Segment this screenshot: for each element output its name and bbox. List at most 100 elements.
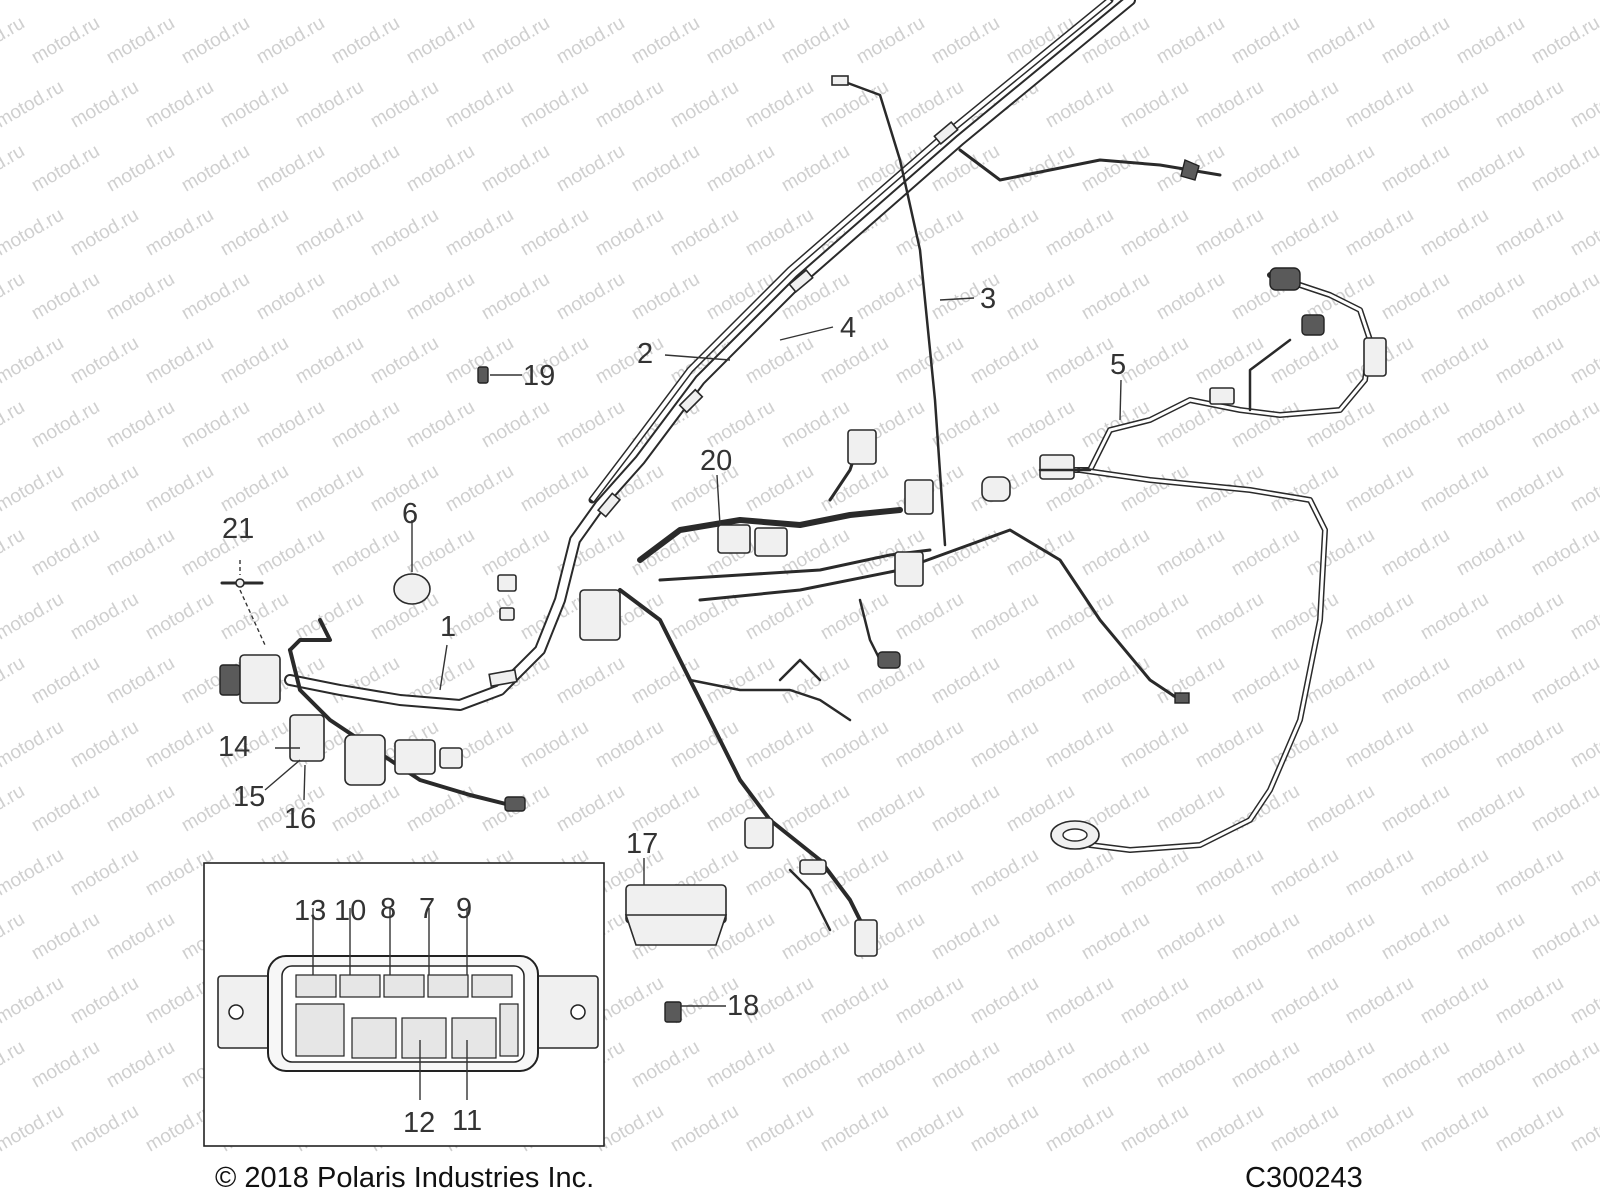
watermark-text: motod.ru	[1528, 781, 1600, 837]
watermark-text: motod.ru	[892, 845, 967, 901]
watermark-text: motod.ru	[1267, 333, 1342, 389]
watermark-text: motod.ru	[703, 141, 778, 197]
watermark-text: motod.ru	[817, 1101, 892, 1157]
watermark-text: motod.ru	[67, 973, 142, 1029]
watermark-text: motod.ru	[142, 461, 217, 517]
watermark-text: motod.ru	[553, 781, 628, 837]
watermark-text: motod.ru	[1528, 1037, 1600, 1093]
watermark-text: motod.ru	[1492, 205, 1567, 261]
watermark-text: motod.ru	[1342, 589, 1417, 645]
watermark-text: motod.ru	[1567, 333, 1600, 389]
watermark-text: motod.ru	[1453, 525, 1528, 581]
watermark-text: motod.ru	[1003, 269, 1078, 325]
watermark-text: motod.ru	[1078, 909, 1153, 965]
callout-15: 15	[233, 781, 265, 813]
watermark-text: motod.ru	[1378, 909, 1453, 965]
watermark-text: motod.ru	[628, 141, 703, 197]
watermark-text: motod.ru	[1267, 205, 1342, 261]
callout-3: 3	[980, 283, 996, 315]
watermark-text: motod.ru	[1342, 973, 1417, 1029]
watermark-text: motod.ru	[0, 205, 67, 261]
watermark-text: motod.ru	[1342, 77, 1417, 133]
watermark-text: motod.ru	[253, 525, 328, 581]
watermark-text: motod.ru	[1528, 525, 1600, 581]
watermark-text: motod.ru	[0, 1101, 67, 1157]
watermark-text: motod.ru	[142, 205, 217, 261]
watermark-text: motod.ru	[478, 269, 553, 325]
watermark-text: motod.ru	[967, 589, 1042, 645]
watermark-text: motod.ru	[0, 13, 28, 69]
callout-12: 12	[403, 1107, 435, 1139]
watermark-text: motod.ru	[478, 397, 553, 453]
watermark-text: motod.ru	[1567, 205, 1600, 261]
watermark-text: motod.ru	[67, 1101, 142, 1157]
watermark-text: motod.ru	[0, 845, 67, 901]
watermark-text: motod.ru	[967, 205, 1042, 261]
watermark-text: motod.ru	[328, 781, 403, 837]
watermark-text: motod.ru	[1342, 717, 1417, 773]
watermark-text: motod.ru	[478, 525, 553, 581]
watermark-text: motod.ru	[778, 909, 853, 965]
watermark-text: motod.ru	[103, 525, 178, 581]
callout-1: 1	[440, 611, 456, 643]
watermark-text: motod.ru	[703, 397, 778, 453]
watermark-text: motod.ru	[328, 525, 403, 581]
watermark-text: motod.ru	[742, 77, 817, 133]
callout-9: 9	[456, 893, 472, 925]
watermark-text: motod.ru	[1378, 1037, 1453, 1093]
watermark-text: motod.ru	[1453, 1037, 1528, 1093]
diagram-code: C300243	[1245, 1162, 1363, 1194]
watermark-text: motod.ru	[403, 525, 478, 581]
watermark-text: motod.ru	[853, 13, 928, 69]
watermark-text: motod.ru	[0, 397, 28, 453]
watermark-text: motod.ru	[1342, 205, 1417, 261]
watermark-text: motod.ru	[328, 397, 403, 453]
watermark-text: motod.ru	[1228, 525, 1303, 581]
watermark-text: motod.ru	[553, 141, 628, 197]
callout-16: 16	[284, 803, 316, 835]
watermark-text: motod.ru	[0, 973, 67, 1029]
center-right-wire	[698, 528, 1190, 704]
watermark-text: motod.ru	[928, 781, 1003, 837]
watermark-text: motod.ru	[1303, 781, 1378, 837]
watermark-text: motod.ru	[442, 461, 517, 517]
watermark-text: motod.ru	[817, 973, 892, 1029]
watermark-text: motod.ru	[103, 13, 178, 69]
watermark-text: motod.ru	[1567, 717, 1600, 773]
watermark-text: motod.ru	[1192, 1101, 1267, 1157]
watermark-text: motod.ru	[1528, 653, 1600, 709]
callout-17: 17	[626, 828, 658, 860]
watermark-text: motod.ru	[1342, 0, 1417, 4]
watermark-text: motod.ru	[853, 1037, 928, 1093]
watermark-text: motod.ru	[703, 13, 778, 69]
watermark-text: motod.ru	[1492, 461, 1567, 517]
watermark-text: motod.ru	[967, 973, 1042, 1029]
watermark-text: motod.ru	[28, 13, 103, 69]
watermark-text: motod.ru	[1567, 845, 1600, 901]
watermark-text: motod.ru	[217, 333, 292, 389]
watermark-text: motod.ru	[778, 13, 853, 69]
watermark-text: motod.ru	[67, 717, 142, 773]
watermark-text: motod.ru	[517, 461, 592, 517]
watermark-text: motod.ru	[1192, 589, 1267, 645]
watermark-text: motod.ru	[403, 781, 478, 837]
watermark-text: motod.ru	[292, 333, 367, 389]
callout-8: 8	[380, 893, 396, 925]
watermark-text: motod.ru	[1153, 525, 1228, 581]
part-19-clip	[477, 366, 522, 384]
watermark-text: motod.ru	[103, 653, 178, 709]
watermark-text: motod.ru	[928, 653, 1003, 709]
watermark-text: motod.ru	[142, 589, 217, 645]
watermark-text: motod.ru	[217, 589, 292, 645]
watermark-text: motod.ru	[517, 717, 592, 773]
watermark-text: motod.ru	[253, 13, 328, 69]
watermark-text: motod.ru	[328, 13, 403, 69]
watermark-text: motod.ru	[1303, 1037, 1378, 1093]
watermark-text: motod.ru	[1192, 333, 1267, 389]
watermark-text: motod.ru	[103, 1037, 178, 1093]
watermark-text: motod.ru	[0, 333, 67, 389]
watermark-text: motod.ru	[928, 397, 1003, 453]
watermark-text: motod.ru	[1117, 1101, 1192, 1157]
watermark-text: motod.ru	[1342, 845, 1417, 901]
watermark-text: motod.ru	[592, 333, 667, 389]
